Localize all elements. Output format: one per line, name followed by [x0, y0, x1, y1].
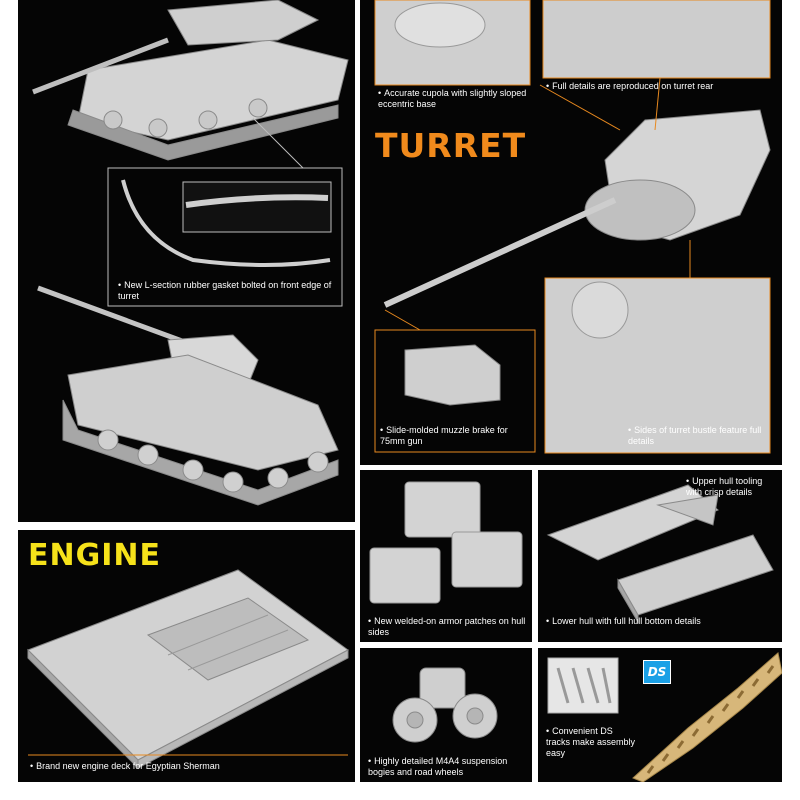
bullet-icon: • — [378, 88, 382, 98]
bullet-icon: • — [546, 616, 550, 626]
muzzle-brake-inset — [374, 329, 536, 453]
hull-art — [546, 484, 774, 624]
suspension-art — [392, 667, 498, 743]
caption-upper-hull: •Upper hull tooling with crisp details — [686, 476, 763, 497]
caption-cupola: •Accurate cupola with slightly sloped ec… — [378, 88, 527, 109]
panel-suspension: •Highly detailed M4A4 suspension bogies … — [360, 648, 532, 782]
panel-turret: TURRET •Accurate cupola with slightly sl… — [360, 0, 782, 465]
caption-muzzle-brake: •Slide-molded muzzle brake for 75mm gun — [380, 425, 508, 446]
bullet-icon: • — [546, 81, 550, 91]
bullet-icon: • — [628, 425, 632, 435]
gasket-detail-frame — [182, 181, 332, 233]
armor-patches-art — [369, 481, 523, 604]
panel-tank-overview: •New L-section rubber gasket bolted on f… — [18, 0, 355, 522]
tank-top-render — [32, 0, 349, 161]
bullet-icon: • — [546, 726, 550, 736]
tank-bottom-render — [37, 285, 339, 506]
turret-render — [383, 109, 771, 308]
turret-art — [374, 0, 771, 454]
bullet-icon: • — [368, 756, 372, 766]
panel-hull: •Upper hull tooling with crisp details •… — [538, 470, 782, 642]
caption-engine-deck: •Brand new engine deck for Egyptian Sher… — [30, 761, 220, 771]
caption-armor-patches: •New welded-on armor patches on hull sid… — [368, 616, 526, 637]
bullet-icon: • — [686, 476, 690, 486]
caption-ds-tracks: •Convenient DS tracks make assembly easy — [546, 726, 636, 758]
bustle-inset — [544, 277, 771, 454]
gasket-inset-frame — [107, 167, 343, 307]
caption-suspension: •Highly detailed M4A4 suspension bogies … — [368, 756, 508, 777]
panel-ds-tracks: DS •Convenient DS tracks make assembly e… — [538, 648, 782, 782]
engine-deck-render — [27, 569, 349, 770]
bullet-icon: • — [118, 280, 122, 290]
panel-armor-patches: •New welded-on armor patches on hull sid… — [360, 470, 532, 642]
bullet-icon: • — [380, 425, 384, 435]
heading-engine: ENGINE — [28, 538, 161, 573]
caption-turret-rear: •Full details are reproduced on turret r… — [546, 81, 714, 91]
heading-turret: TURRET — [375, 126, 527, 165]
ds-logo-icon: DS — [643, 660, 671, 684]
caption-gasket: •New L-section rubber gasket bolted on f… — [118, 280, 332, 301]
ds-tracks-art — [547, 652, 782, 782]
panel-engine: ENGINE •Brand new engine deck for Egypti… — [18, 530, 355, 782]
tank-renders-art — [32, 0, 349, 506]
engine-deck-art — [27, 569, 349, 770]
caption-bustle: •Sides of turret bustle feature full det… — [628, 425, 762, 446]
turret-rear-inset — [542, 0, 771, 79]
track-link-render — [632, 652, 782, 782]
caption-lower-hull: •Lower hull with full hull bottom detail… — [546, 616, 701, 626]
bullet-icon: • — [30, 761, 34, 771]
upper-hull-render — [546, 484, 719, 561]
lower-hull-render — [617, 534, 774, 624]
bogie-render — [392, 667, 498, 743]
bullet-icon: • — [368, 616, 372, 626]
